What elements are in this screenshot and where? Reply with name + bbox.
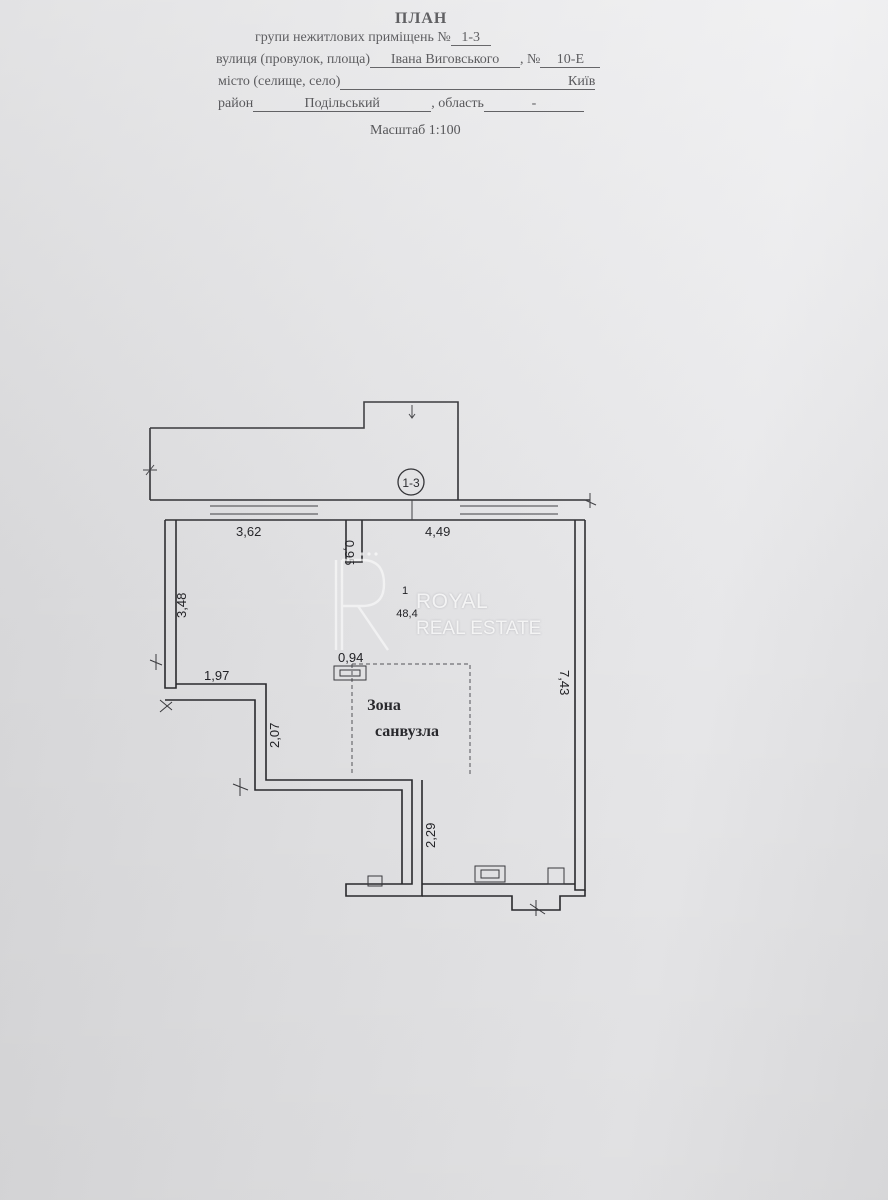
- room-label: 1 48,4: [396, 585, 417, 620]
- dimension-lower-vertical: 2,29: [423, 823, 438, 848]
- dimension-mid-small: 0,94: [338, 650, 363, 665]
- dimension-right-full: 7,43: [557, 670, 572, 695]
- group-marker-label: 1-3: [402, 476, 420, 490]
- watermark-line1: ROYAL: [416, 590, 489, 613]
- top-wall: [150, 493, 597, 521]
- dimension-step-vertical: 2,07: [267, 723, 282, 748]
- street-line: вулиця (провулок, площа)Івана Виговськог…: [216, 52, 601, 68]
- street-label: вулиця (провулок, площа): [216, 52, 371, 67]
- document-title: ПЛАН: [395, 10, 448, 27]
- city-line: місто (селище, село)Київ: [218, 74, 596, 90]
- dimension-top-left: 3,62: [236, 524, 261, 539]
- district-label: район: [218, 96, 254, 111]
- royal-logo-icon: [334, 552, 389, 651]
- watermark-line2: REAL ESTATE: [416, 618, 542, 639]
- room-walls: [149, 520, 586, 916]
- partition-stub: [345, 520, 363, 563]
- region-label: , область: [431, 96, 484, 111]
- upper-structure: [143, 401, 459, 500]
- subtitle-label: групи нежитлових приміщень №: [255, 30, 451, 45]
- scale-label: Масштаб 1:100: [370, 123, 461, 138]
- number-value: 10-Е: [540, 52, 601, 68]
- group-marker: 1-3: [397, 468, 425, 496]
- bathroom-zone: Зона санвузла: [333, 663, 471, 776]
- number-label: , №: [520, 52, 541, 67]
- subtitle-value: 1-3: [450, 30, 491, 46]
- city-label: місто (селище, село): [218, 74, 341, 89]
- room-area: 48,4: [396, 608, 417, 620]
- room-number: 1: [402, 585, 408, 597]
- watermark: ROYAL REAL ESTATE: [328, 548, 568, 658]
- zone-label-line1: Зона: [367, 697, 401, 714]
- city-value: Київ: [340, 74, 596, 90]
- district-value: Подільський: [253, 96, 432, 112]
- dimensions: 3,62 0,95 4,49 3,48 1,97 0,94 2,07 7,43 …: [174, 524, 572, 848]
- zone-label-line2: санвузла: [375, 723, 439, 740]
- dimension-left-upper: 3,48: [174, 593, 189, 618]
- dimension-left-step: 1,97: [204, 668, 229, 683]
- region-value: -: [483, 96, 584, 112]
- dimension-top-right: 4,49: [425, 524, 450, 539]
- street-value: Івана Виговського: [370, 52, 521, 68]
